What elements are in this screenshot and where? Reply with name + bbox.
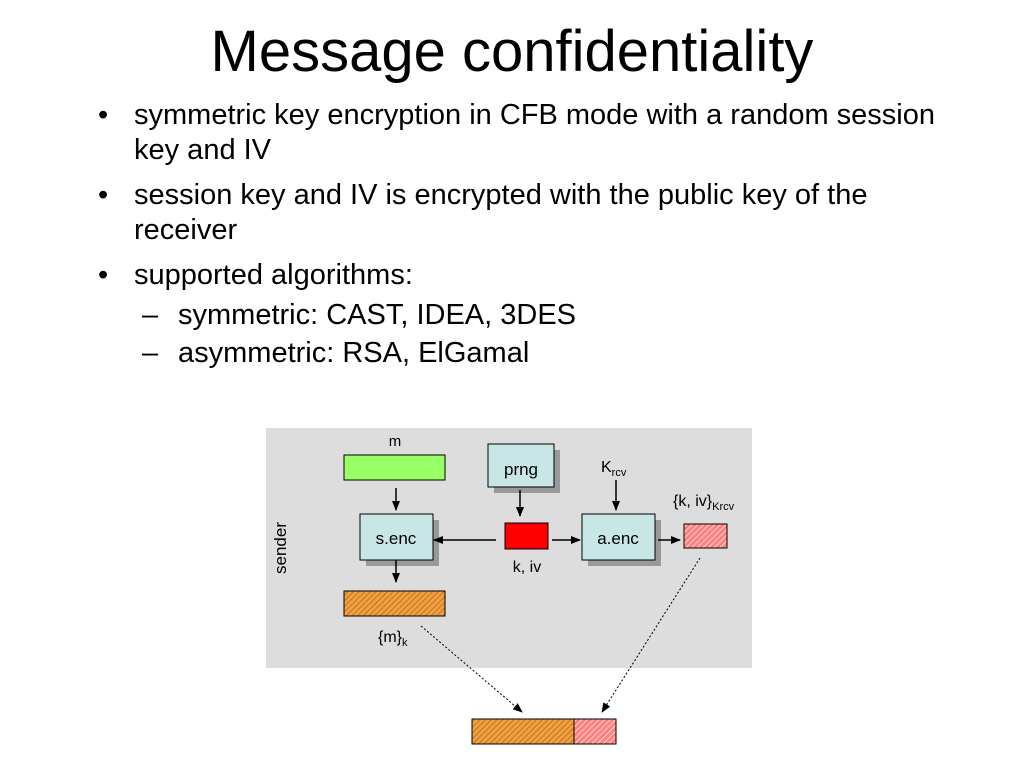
aenc-label: a.enc: [597, 529, 639, 548]
output-encrypted-key-block: [573, 718, 617, 745]
message-label: m: [389, 433, 402, 450]
enckey-to-output-arrow: [601, 557, 701, 713]
bullet-text: session key and IV is encrypted with the…: [134, 179, 868, 246]
ciphertext-label: {m}k: [378, 629, 408, 649]
bullet-item: • supported algorithms:: [98, 258, 978, 293]
bullet-marker: •: [98, 99, 109, 131]
prng-label: prng: [504, 460, 538, 479]
encrypted-key-label: {k, iv}Krcv: [673, 493, 735, 513]
session-key-block: [504, 522, 549, 550]
bullet-list: • symmetric key encryption in CFB mode w…: [98, 98, 978, 374]
bullet-item: • session key and IV is encrypted with t…: [98, 178, 978, 248]
encrypted-key-block: [683, 523, 728, 549]
sub-bullet-text: symmetric: CAST, IDEA, 3DES: [178, 299, 577, 331]
message-block: [343, 454, 446, 481]
output-ciphertext-block: [471, 718, 575, 745]
prng-box: [487, 443, 555, 488]
sub-bullet-item: – asymmetric: RSA, ElGamal: [98, 336, 978, 371]
senc-label: s.enc: [376, 529, 417, 548]
bullet-item: • symmetric key encryption in CFB mode w…: [98, 98, 978, 168]
page-title: Message confidentiality: [210, 19, 814, 84]
bullet-text: supported algorithms:: [134, 259, 413, 291]
ciphertext-block: [343, 590, 446, 617]
sub-bullet-item: – symmetric: CAST, IDEA, 3DES: [98, 298, 978, 333]
session-key-label: k, iv: [513, 559, 541, 576]
bullet-text: symmetric key encryption in CFB mode wit…: [134, 99, 936, 166]
aenc-box: [581, 513, 656, 561]
sender-label: sender: [271, 522, 290, 574]
sub-bullet-text: asymmetric: RSA, ElGamal: [178, 337, 530, 369]
receiver-key-label: Krcv: [601, 459, 627, 479]
senc-box: [359, 513, 434, 561]
sub-bullet-marker: –: [142, 337, 159, 369]
bullet-marker: •: [98, 179, 109, 211]
bullet-marker: •: [98, 259, 109, 291]
sub-bullet-marker: –: [142, 299, 159, 331]
